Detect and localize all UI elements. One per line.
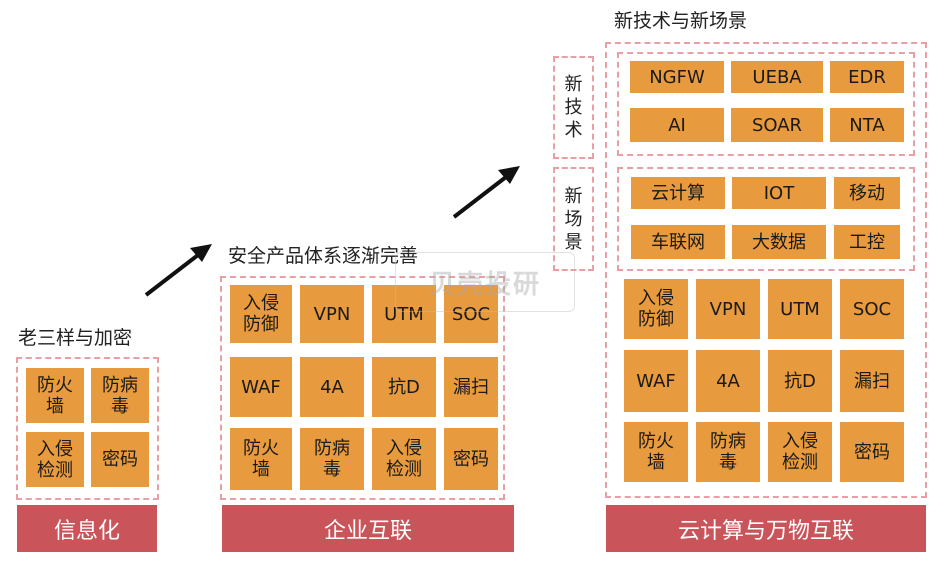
stage3-tile: SOC <box>840 279 904 339</box>
stage3-tile: 抗D <box>768 350 832 412</box>
stage2-tile: 密码 <box>444 428 498 490</box>
stage3-tile: 4A <box>696 350 760 412</box>
tech-tile: SOAR <box>731 108 823 142</box>
stage3-caption: 新技术与新场景 <box>614 10 748 32</box>
stage3-tile: 入侵 防御 <box>624 279 688 339</box>
stage2-caption: 安全产品体系逐渐完善 <box>228 245 419 267</box>
watermark-logo: 贝壳投研 <box>395 252 575 312</box>
stage2-base-label: 企业互联 <box>222 505 514 552</box>
new-scene-label: 新 场 景 <box>564 185 583 253</box>
stage3-outer-frame <box>605 42 927 498</box>
stage1-caption: 老三样与加密 <box>18 327 133 349</box>
new-tech-label-frame <box>553 56 594 159</box>
tech-tile: NGFW <box>630 61 724 93</box>
stage2-tile: SOC <box>444 285 498 343</box>
scene-tile: IOT <box>732 177 826 209</box>
stage3-tile: 密码 <box>840 422 904 482</box>
stage2-tile: UTM <box>372 285 436 343</box>
stage2-tile: 抗D <box>372 357 436 417</box>
stage2-tile: WAF <box>230 357 292 417</box>
scene-tile: 工控 <box>834 225 900 259</box>
stage1-tile: 密码 <box>91 432 149 487</box>
stage3-tile: UTM <box>768 279 832 339</box>
tech-tile: EDR <box>830 61 904 93</box>
stage3-base-label: 云计算与万物互联 <box>606 505 926 552</box>
stage2-tile: 防火 墙 <box>230 428 292 490</box>
stage2-frame <box>220 276 505 500</box>
stage2-tile: 4A <box>300 357 364 417</box>
arrow-1 <box>144 244 212 297</box>
stage3-tile: 防病 毒 <box>696 422 760 482</box>
stage2-tile: VPN <box>300 285 364 343</box>
new-scene-label-frame <box>553 167 594 271</box>
tech-tile: UEBA <box>731 61 823 93</box>
tech-group-frame <box>617 52 915 156</box>
stage3-tile: 防火 墙 <box>624 422 688 482</box>
watermark-text: 贝壳投研 <box>428 269 541 300</box>
scene-tile: 云计算 <box>631 177 725 209</box>
stage1-tile: 防病 毒 <box>91 368 149 423</box>
tech-tile: NTA <box>830 108 904 142</box>
scene-tile: 大数据 <box>732 225 826 259</box>
stage2-tile: 入侵 检测 <box>372 428 436 490</box>
stage2-tile: 漏扫 <box>444 357 498 417</box>
new-tech-label: 新 技 术 <box>564 74 583 141</box>
stage1-tile: 防火 墙 <box>26 368 84 423</box>
stage1-frame <box>16 357 159 500</box>
stage2-tile: 防病 毒 <box>300 428 364 490</box>
stage3-tile: VPN <box>696 279 760 339</box>
stage1-tile: 入侵 检测 <box>26 432 84 487</box>
arrow-2 <box>452 166 520 219</box>
stage2-tile: 入侵 防御 <box>230 285 292 343</box>
stage1-base-label: 信息化 <box>17 505 157 552</box>
stage3-tile: 漏扫 <box>840 350 904 412</box>
stage3-tile: 入侵 检测 <box>768 422 832 482</box>
scene-group-frame <box>617 167 915 271</box>
scene-tile: 移动 <box>834 177 900 209</box>
stage3-tile: WAF <box>624 350 688 412</box>
tech-tile: AI <box>630 108 724 142</box>
scene-tile: 车联网 <box>631 225 725 259</box>
